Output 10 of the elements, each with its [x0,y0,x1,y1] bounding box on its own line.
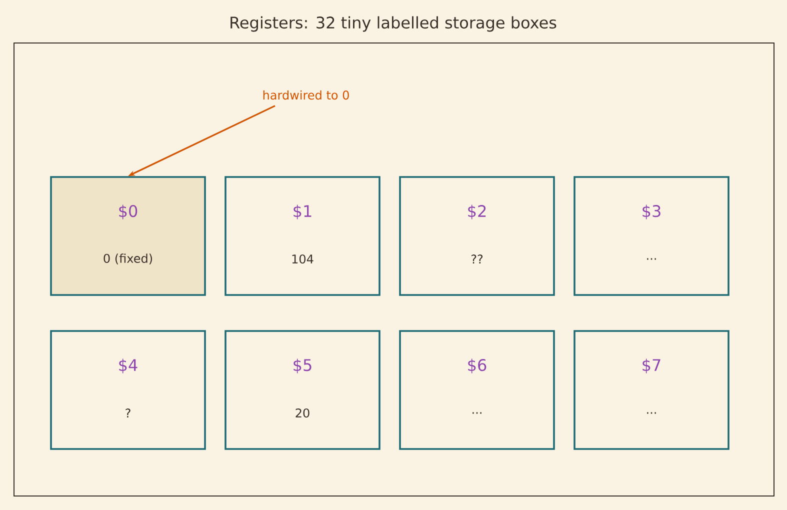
register-box: $4 ? [50,330,206,450]
register-box: $6 ... [399,330,555,450]
annotation-text: hardwired to 0 [263,90,349,100]
title: Registers: 32 tiny labelled storage boxes [230,16,556,32]
register-box: $7 ... [574,330,730,450]
register-box: $0 0 (fixed) [50,176,206,296]
register-box: $1 104 [224,176,380,296]
register-box: $5 20 [224,330,380,450]
register-box: $2 ?? [399,176,555,296]
register-box: $3 ... [574,176,730,296]
